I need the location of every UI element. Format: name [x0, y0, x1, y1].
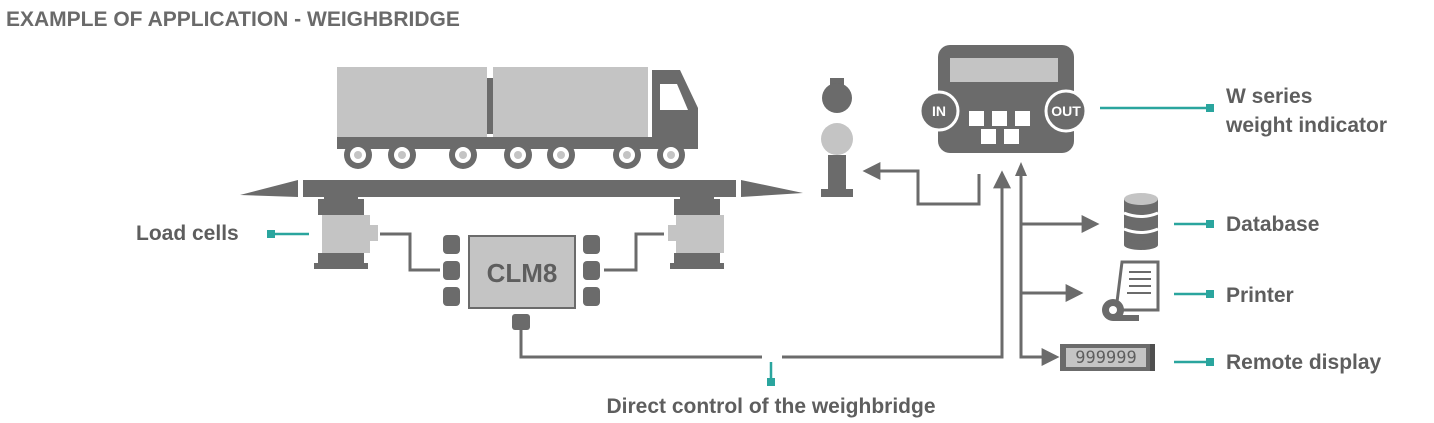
output-wire-remote	[1019, 293, 1060, 366]
weight-indicator-icon	[918, 45, 1088, 153]
traffic-light-icon	[821, 78, 853, 197]
indicator-label-line2: weight indicator	[1225, 114, 1387, 137]
remote-display-marker	[1206, 358, 1214, 366]
direct-control-line-left	[519, 330, 762, 359]
remote-display-label: Remote display	[1226, 351, 1382, 374]
direct-control-marker	[767, 378, 775, 386]
load-cells-marker	[267, 230, 275, 238]
printer-marker	[1206, 290, 1214, 298]
output-wire-printer	[1019, 224, 1084, 302]
direct-control-label: Direct control of the weighbridge	[606, 395, 935, 418]
weighbridge-platform	[240, 180, 803, 197]
clm8-label: CLM8	[487, 258, 558, 288]
database-icon	[1123, 193, 1159, 250]
remote-display-icon	[1060, 344, 1155, 371]
direct-control-line-right	[782, 170, 1011, 359]
out-port-label: OUT	[1051, 103, 1081, 119]
load-cell-icon	[314, 187, 378, 269]
cell-wire-right	[604, 232, 664, 272]
remote-display-digits: 999999	[1075, 348, 1136, 368]
load-cells-label: Load cells	[136, 222, 239, 245]
indicator-label-line1: W series	[1226, 85, 1312, 108]
indicator-marker	[1206, 104, 1214, 112]
database-label: Database	[1226, 213, 1319, 236]
database-marker	[1206, 220, 1214, 228]
in-port-label: IN	[932, 103, 946, 119]
printer-label: Printer	[1226, 284, 1294, 307]
output-wire-database	[1019, 174, 1100, 233]
printer-icon	[1102, 260, 1160, 321]
truck-icon	[337, 67, 698, 169]
indicator-to-light-wire	[862, 162, 981, 206]
cell-wire-left	[380, 232, 440, 272]
load-cell-icon	[668, 187, 724, 269]
junction-box-icon	[443, 235, 600, 330]
page-title: EXAMPLE OF APPLICATION - WEIGHBRIDGE	[6, 8, 460, 31]
